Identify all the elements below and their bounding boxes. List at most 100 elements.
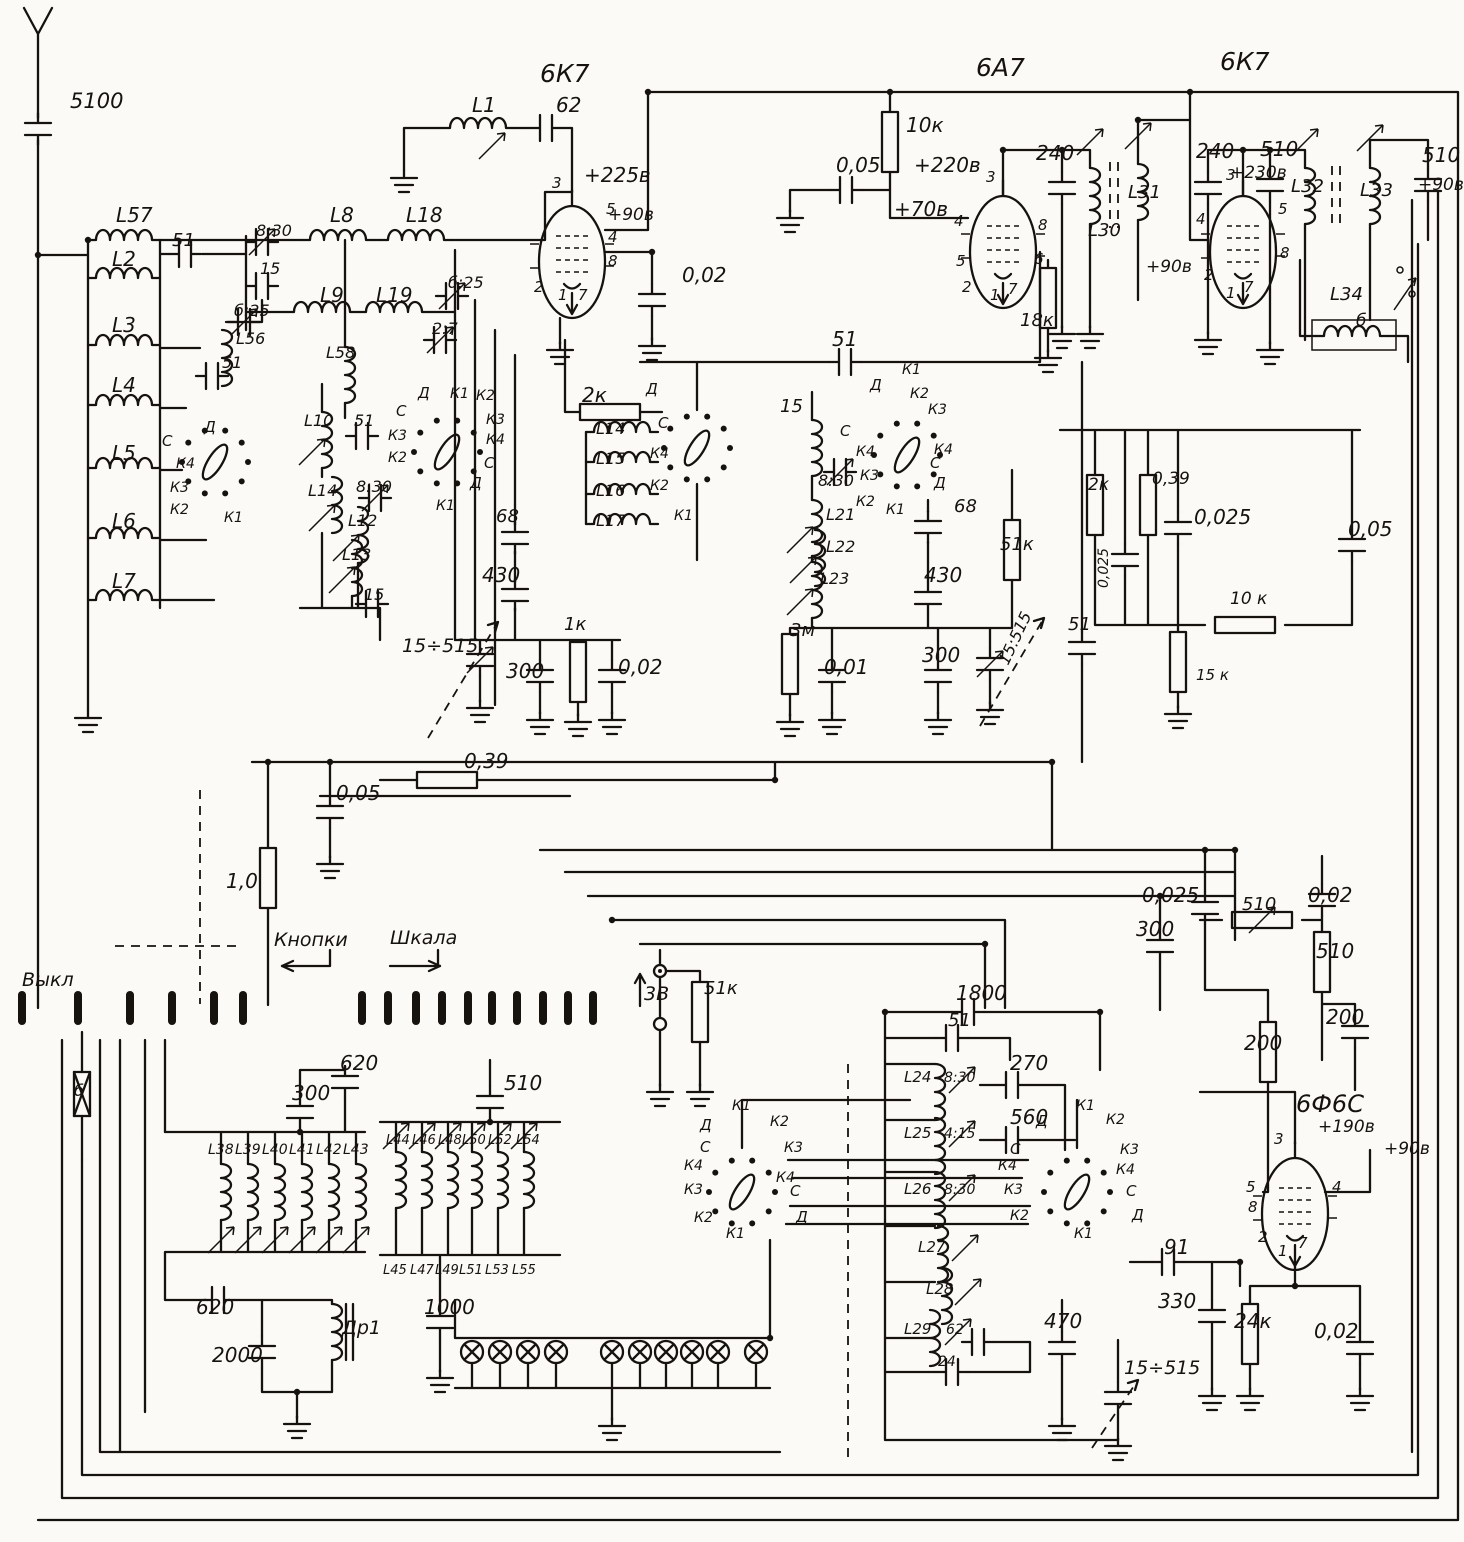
component-label: К1	[1076, 1098, 1095, 1114]
component-label: 2	[534, 278, 544, 296]
component-label: К3	[784, 1140, 803, 1156]
component-label: L34	[1330, 284, 1363, 305]
component-label: К1	[224, 510, 243, 526]
component-label: 51	[354, 411, 374, 430]
component-label: 15	[364, 585, 384, 604]
component-label: L40	[262, 1142, 288, 1158]
component-label: L54	[516, 1133, 540, 1148]
component-label: L25	[904, 1124, 931, 1142]
band-switch-3[interactable]	[659, 412, 735, 484]
component-label: 620	[196, 1295, 234, 1319]
component-label: 1	[990, 286, 1000, 304]
switch56-wires	[740, 1098, 1079, 1226]
component-label: 8:30	[944, 1070, 976, 1086]
component-label: б:25	[448, 273, 484, 292]
component-label: L42	[316, 1142, 342, 1158]
battery-terminal-top	[652, 963, 668, 979]
component-label: 15	[260, 259, 280, 278]
push-buttons-group[interactable]	[18, 991, 597, 1025]
component-label: 62	[946, 1322, 964, 1338]
component-label: +90в	[1418, 175, 1464, 195]
component-label: К2	[1106, 1112, 1125, 1128]
component-label: 470	[1044, 1309, 1082, 1333]
tube3-if2-wires	[1206, 138, 1430, 364]
lamp-wires	[453, 1238, 772, 1422]
component-label: К3	[1120, 1142, 1139, 1158]
component-label: L33	[1360, 180, 1393, 201]
component-label: 15:515	[994, 609, 1035, 668]
component-label: L55	[512, 1263, 536, 1278]
component-label: L58	[326, 343, 355, 362]
component-label: б	[74, 1081, 84, 1100]
tube1-wires	[402, 90, 654, 346]
component-label: К4	[486, 432, 505, 448]
component-label: 51	[222, 353, 242, 372]
fuse-wires	[72, 1030, 92, 1162]
component-label: К1	[450, 386, 469, 402]
component-label: 8	[608, 252, 618, 270]
component-label: L32	[1291, 176, 1324, 197]
component-label: 300	[1136, 917, 1174, 941]
component-label: 1,0	[226, 869, 258, 893]
component-label: 270	[1010, 1051, 1048, 1075]
component-label: L29	[904, 1320, 931, 1338]
component-label: L18	[406, 203, 443, 227]
component-label: 3	[1226, 166, 1236, 184]
component-label: Выкл	[22, 969, 74, 991]
component-label: К2	[910, 386, 929, 402]
component-label: L16	[596, 481, 625, 500]
component-label: +90в	[1384, 1139, 1430, 1159]
component-label: L28	[926, 1280, 953, 1298]
component-label: L6	[112, 509, 136, 533]
component-label: 51	[172, 230, 195, 251]
component-label: 7	[1244, 278, 1254, 296]
band-switch-6[interactable]	[1039, 1156, 1115, 1228]
component-label: Д	[1035, 1112, 1048, 1130]
component-label: 4	[954, 212, 964, 230]
component-label: б:25	[234, 301, 270, 320]
component-label: С	[790, 1182, 801, 1200]
component-label: К4	[650, 446, 669, 462]
battery-group	[652, 963, 668, 1032]
component-label: 8	[1038, 216, 1048, 234]
component-label: 0,39	[1152, 469, 1190, 489]
component-label: С	[930, 454, 941, 472]
band-switch-5[interactable]	[704, 1156, 780, 1228]
component-label: Д	[1131, 1206, 1144, 1224]
component-label: С	[396, 402, 407, 420]
l34-box	[1311, 319, 1397, 351]
component-label: +220в	[914, 153, 981, 177]
component-label: 2	[1204, 266, 1214, 284]
component-label: 0,01	[824, 655, 869, 679]
component-label: L38	[208, 1142, 234, 1158]
component-label: К1	[902, 362, 921, 378]
rf-coil-wires	[158, 190, 574, 707]
pointer-arrows	[280, 948, 442, 973]
component-label: 1к	[564, 614, 586, 635]
component-label: L27	[918, 1238, 946, 1256]
component-label: К4	[776, 1170, 795, 1186]
right-column-wires	[1058, 428, 1362, 710]
component-label: 1	[558, 286, 568, 304]
component-label: 240	[1036, 141, 1074, 165]
component-label: б	[1356, 311, 1366, 331]
component-label: 8:30	[256, 221, 292, 240]
component-label: 6	[1034, 250, 1044, 268]
component-label: L50	[462, 1133, 486, 1148]
component-label: С	[658, 414, 669, 432]
component-label: L39	[235, 1142, 261, 1158]
component-label: 510	[1260, 137, 1298, 161]
component-label: 4	[1196, 210, 1206, 228]
component-label: К2	[694, 1210, 713, 1226]
component-label: К2	[856, 494, 875, 510]
component-label: 5100	[70, 89, 123, 113]
component-label: 2:7	[432, 319, 459, 338]
component-label: 0,05	[836, 153, 881, 177]
component-label: 1	[1226, 284, 1236, 302]
component-label: Д	[699, 1116, 712, 1134]
component-label: 51	[1068, 614, 1091, 635]
component-label: 300	[506, 659, 544, 683]
component-label: 1	[1278, 1242, 1288, 1260]
component-label: Шкала	[390, 927, 457, 949]
